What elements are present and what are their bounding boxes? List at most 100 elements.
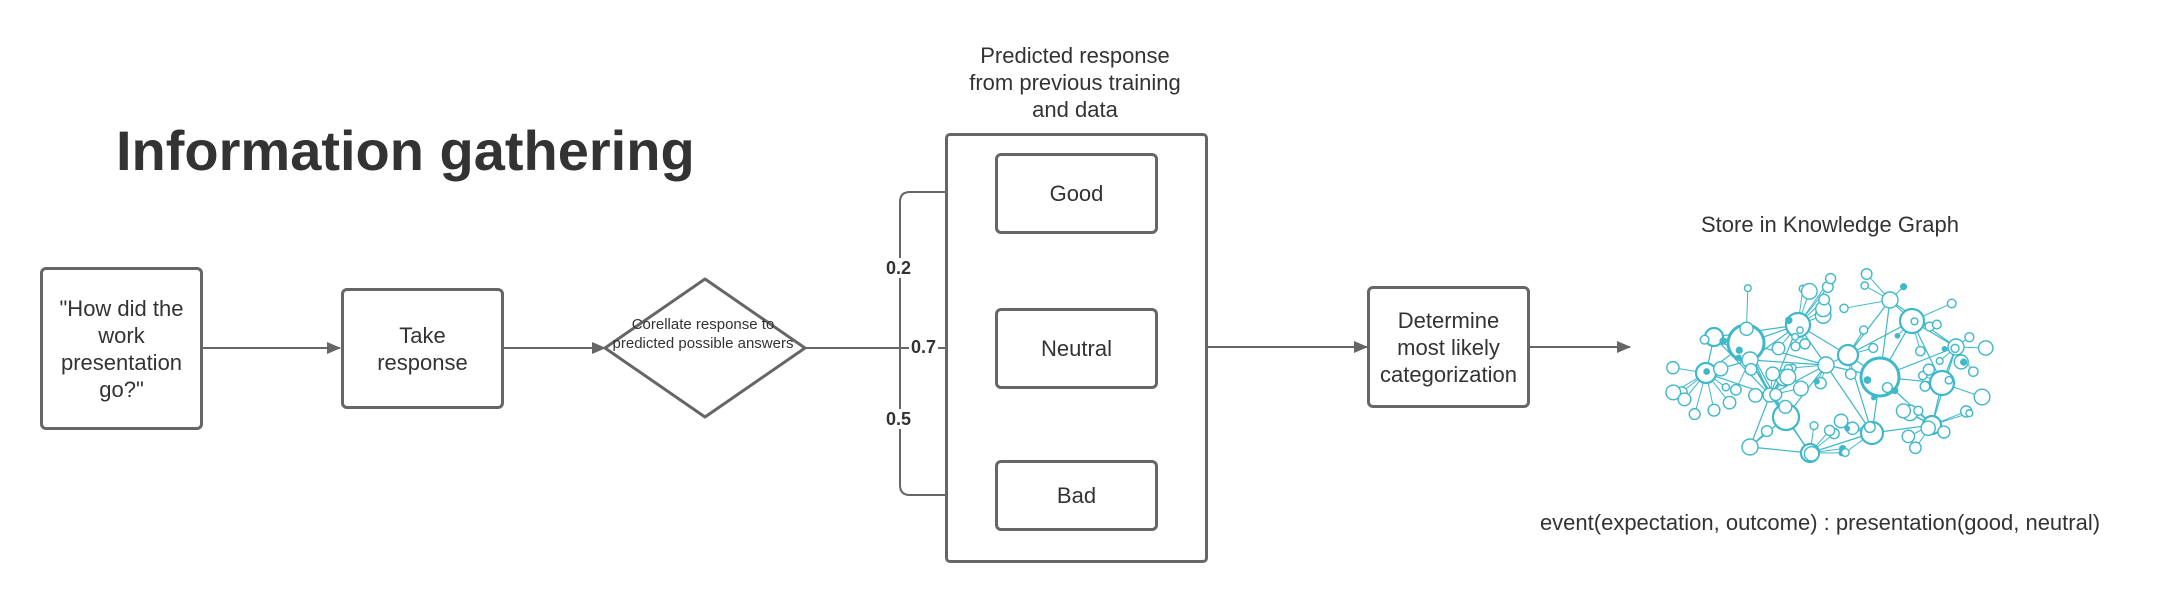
graph-node xyxy=(1944,375,1954,385)
event-text: event(expectation, outcome) : presentati… xyxy=(1539,510,2101,535)
good-box: Good xyxy=(995,153,1158,234)
graph-node xyxy=(1743,284,1752,293)
graph-node xyxy=(1707,403,1721,417)
graph-node xyxy=(1973,388,1991,406)
graph-node xyxy=(1721,382,1731,392)
correlate-diamond xyxy=(603,277,807,419)
graph-node xyxy=(1868,342,1879,354)
graph-node xyxy=(1860,268,1873,280)
graph-node xyxy=(1871,395,1877,401)
question-text: "How did the work presentation go?" xyxy=(59,295,184,402)
graph-node xyxy=(1818,293,1831,306)
graph-node xyxy=(1779,368,1797,386)
determine-text: Determine most likely categorization xyxy=(1380,307,1517,387)
prob-neutral: 0.7 xyxy=(909,337,939,357)
graph-node xyxy=(1836,343,1860,367)
graph-node xyxy=(1833,413,1849,429)
graph-node xyxy=(1858,325,1869,335)
graph-node xyxy=(1915,345,1926,357)
graph-node xyxy=(1860,281,1870,290)
graph-node xyxy=(1894,332,1901,339)
graph-node xyxy=(1677,392,1692,407)
graph-node xyxy=(1741,438,1759,456)
graph-node xyxy=(1839,303,1849,314)
graph-node xyxy=(1748,387,1763,403)
graph-nodes xyxy=(1665,268,1994,464)
edge-to-bad xyxy=(899,348,996,501)
determine-box: Determine most likely categorization xyxy=(1367,286,1530,408)
graph-node xyxy=(1735,346,1743,354)
neutral-box: Neutral xyxy=(995,308,1158,389)
graph-node xyxy=(1666,360,1680,375)
graph-node xyxy=(1844,425,1851,432)
graph-node xyxy=(1817,356,1835,374)
store-header: Store in Knowledge Graph xyxy=(1700,212,1960,237)
graph-node xyxy=(1744,362,1758,376)
graph-node xyxy=(1901,429,1916,444)
graph-node xyxy=(1790,341,1801,352)
graph-node xyxy=(1771,341,1786,356)
graph-node xyxy=(1765,366,1781,382)
graph-node xyxy=(1824,272,1837,285)
graph-edge xyxy=(1847,354,1873,434)
graph-node xyxy=(1739,321,1754,337)
graph-node xyxy=(1910,317,1919,326)
graph-node xyxy=(1769,387,1783,402)
prob-bad: 0.5 xyxy=(884,409,914,429)
graph-node xyxy=(1967,366,1979,378)
take-response-text: Take response xyxy=(377,322,468,375)
graph-node xyxy=(1713,361,1729,377)
graph-node xyxy=(1946,298,1957,309)
graph-node xyxy=(1920,420,1936,437)
graph-node xyxy=(1844,368,1857,381)
graph-node xyxy=(1863,421,1876,434)
graph-node xyxy=(1863,376,1872,384)
graph-node xyxy=(1919,380,1931,392)
graph-node xyxy=(1891,387,1899,395)
graph-node xyxy=(1913,405,1924,416)
graph-node xyxy=(1895,403,1912,419)
take-response-box: Take response xyxy=(341,288,504,409)
question-box: "How did the work presentation go?" xyxy=(40,267,203,430)
knowledge-graph-icon xyxy=(1665,268,1994,464)
graph-edge xyxy=(1749,359,1827,366)
graph-node xyxy=(1840,447,1850,458)
graph-node xyxy=(1799,338,1811,350)
correlate-text: Corellate response to predicted possible… xyxy=(612,316,794,352)
graph-node xyxy=(1778,399,1793,414)
graph-node xyxy=(1800,282,1818,300)
bad-box: Bad xyxy=(995,460,1158,531)
graph-node xyxy=(1796,326,1804,335)
bad-text: Bad xyxy=(1056,483,1097,508)
graph-node xyxy=(1760,424,1774,438)
predicted-header: Predicted response from previous trainin… xyxy=(969,43,1181,122)
graph-edge xyxy=(1713,336,1771,396)
edge-to-good xyxy=(899,186,996,348)
graph-node xyxy=(1809,420,1819,431)
graph-node xyxy=(1665,384,1682,401)
graph-node xyxy=(1931,319,1942,330)
graph-node xyxy=(1785,316,1793,324)
graph-node xyxy=(1977,340,1994,356)
graph-node xyxy=(1823,424,1836,437)
graph-node xyxy=(1791,332,1800,341)
graph-edge xyxy=(1749,394,1771,448)
graph-node xyxy=(1792,380,1809,397)
neutral-text: Neutral xyxy=(1041,336,1112,361)
page-title: Information gathering xyxy=(116,119,695,182)
graph-node xyxy=(1699,334,1710,345)
graph-node xyxy=(1908,441,1922,455)
graph-node xyxy=(1722,395,1737,410)
graph-edge xyxy=(1825,364,1873,434)
graph-node xyxy=(1950,343,1960,354)
graph-node xyxy=(1941,346,1948,352)
graph-node xyxy=(1965,409,1974,418)
graph-node xyxy=(1803,445,1820,462)
graph-node xyxy=(1881,381,1893,394)
graph-node xyxy=(1735,354,1742,361)
graph-node xyxy=(1900,283,1908,291)
graph-node xyxy=(1719,337,1727,345)
graph-node xyxy=(1964,332,1975,343)
graph-node xyxy=(1813,378,1820,385)
graph-node xyxy=(1922,363,1936,376)
